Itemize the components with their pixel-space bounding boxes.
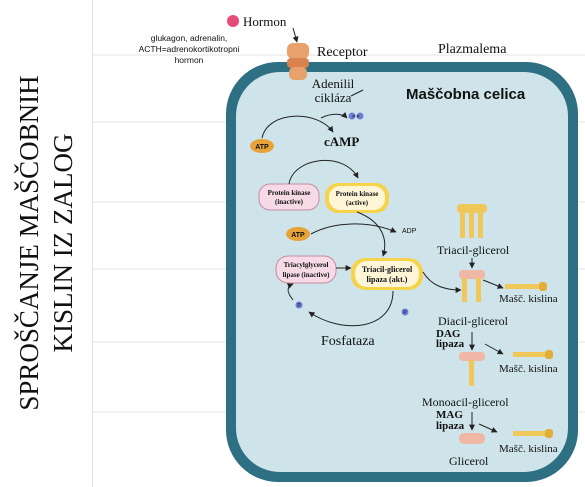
diacylglycerol-icon — [459, 270, 485, 302]
camp-activation-arrow — [288, 159, 359, 185]
triacylglycerol-label: Triacil-glicerol — [437, 243, 510, 257]
pp-icon-2 — [356, 112, 364, 120]
receptor-label: Receptor — [317, 45, 368, 60]
mag-lipase-line-1: MAG — [436, 409, 463, 421]
hormone-label: Hormon — [243, 14, 287, 29]
tg-lipase-inactive-line-2: lipase (inactive) — [283, 271, 331, 279]
monoacylglycerol-icon — [459, 352, 485, 386]
atp-to-camp-arrow — [261, 115, 334, 139]
hormone-example-1: glukagon, adrenalin, — [151, 33, 228, 43]
atp-label-1: ATP — [255, 144, 269, 151]
cyclase-arrow — [350, 89, 364, 97]
glycerol-label: Glicerol — [449, 454, 489, 468]
glycerol-icon — [459, 433, 485, 444]
dag-lipase-line-2: lipaza — [436, 338, 465, 350]
fatty-acid-arrow-1 — [482, 279, 504, 289]
pp-release-arrow — [320, 112, 348, 119]
kinase-to-lipase-arrow — [356, 211, 388, 257]
protein-kinase-inactive — [258, 183, 320, 211]
fatty-acid-label-1: Mašč. kislina — [499, 293, 558, 305]
adenylyl-cyclase-line-1: Adenilil — [312, 76, 355, 91]
tg-lipase-inactive-line-1: Triacylglycerol — [284, 261, 329, 269]
fatty-acid-icon-1 — [505, 282, 547, 291]
cell-label: Maščobna celica — [406, 86, 526, 103]
fatty-acid-icon-3 — [513, 429, 553, 438]
triacylglycerol-icon — [457, 204, 487, 238]
pk-active-line-2: (active) — [346, 199, 369, 207]
tg-lipase-active-line-2: lipaza (akt.) — [367, 275, 408, 284]
hormone-example-3: hormon — [175, 55, 204, 65]
fatty-acid-label-2: Mašč. kislina — [499, 363, 558, 375]
tg-lipase-active-line-1: Triacil-glicerol — [362, 265, 413, 274]
camp-label: cAMP — [324, 134, 359, 149]
dag-lipase-line-1: DAG — [436, 328, 461, 340]
fatty-acid-label-3: Mašč. kislina — [499, 443, 558, 455]
fatty-acid-arrow-2 — [484, 343, 504, 355]
pk-active-line-1: Protein kinase — [336, 190, 379, 198]
page-title: SPROŠČANJE MAŠČOBNIH KISLIN IZ ZALOG — [12, 8, 80, 478]
atp-label-2: ATP — [291, 232, 305, 239]
phosphate-icon-2 — [401, 308, 409, 316]
title-line-2: KISLIN IZ ZALOG — [48, 133, 78, 353]
monoacylglycerol-label: Monoacil-glicerol — [422, 395, 509, 409]
pk-inactive-line-2: (inactive) — [275, 198, 304, 206]
tg-lipase-inactive — [275, 255, 337, 284]
atp-badge-1 — [250, 139, 274, 153]
pp-icon-1 — [348, 112, 356, 120]
title-panel: SPROŠČANJE MAŠČOBNIH KISLIN IZ ZALOG — [0, 0, 93, 487]
phosphate-icon-1 — [295, 301, 303, 309]
phosphate-label-1: P — [297, 303, 301, 309]
phosphate-label-2: P — [403, 310, 407, 316]
hormone-arrow — [292, 27, 299, 43]
adp-label: ADP — [402, 228, 417, 235]
diacylglycerol-label: Diacil-glicerol — [438, 314, 509, 328]
pk-inactive-line-1: Protein kinase — [268, 189, 311, 197]
pp-label: P P — [352, 114, 359, 119]
atp-badge-2 — [286, 227, 310, 241]
phosphatase-return-arrow — [286, 283, 294, 301]
atp-to-adp-arrow — [310, 223, 397, 235]
fatty-acid-icon-2 — [513, 350, 553, 359]
phosphatase-arrow — [308, 290, 394, 327]
hormone-icon — [227, 15, 239, 27]
hormone-example-2: ACTH=adrenokortikotropni — [139, 44, 240, 54]
adenylyl-cyclase-line-2: cikláza — [315, 90, 352, 105]
mag-lipase-line-2: lipaza — [436, 420, 465, 432]
phosphatase-label: Fosfataza — [321, 334, 375, 349]
membrane-label: Plazmalema — [438, 42, 507, 57]
lipase-to-dag-arrow — [422, 271, 462, 293]
fatty-acid-arrow-3 — [478, 423, 498, 433]
receptor-icon — [287, 43, 309, 80]
protein-kinase-active — [329, 186, 385, 210]
lipolysis-diagram: Hormon glukagon, adrenalin, ACTH=adrenok… — [93, 14, 585, 482]
title-line-1: SPROŠČANJE MAŠČOBNIH — [14, 75, 44, 411]
tg-lipase-active — [355, 261, 419, 287]
